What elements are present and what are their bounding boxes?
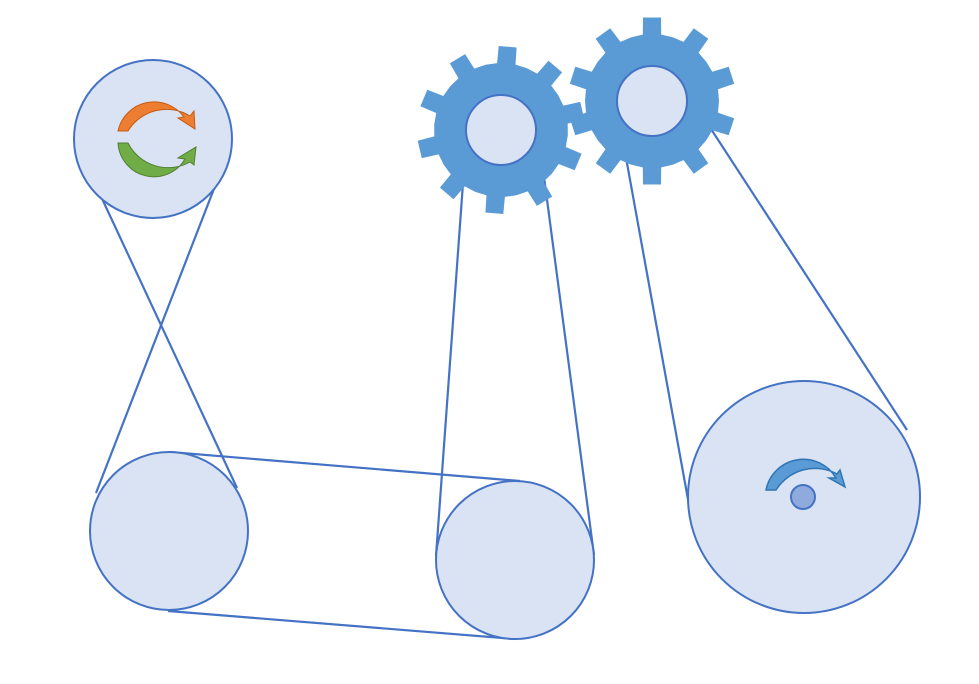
gear-middle <box>417 46 585 214</box>
hub-dot-icon <box>790 484 816 510</box>
sync-arrows-icon <box>117 101 197 178</box>
rotate-clockwise-icon <box>765 458 847 510</box>
gear-right <box>569 17 735 185</box>
pulley-top-left <box>73 59 233 219</box>
open-belt-top <box>169 450 521 483</box>
crossed-belt-line-a <box>90 174 238 489</box>
crossed-belt-line-b <box>94 162 226 494</box>
orange-arrow-icon <box>117 101 196 132</box>
gear1-belt-left <box>434 127 469 557</box>
blue-arc-arrow-icon <box>765 458 847 491</box>
gear-right-hub <box>616 65 688 137</box>
gear-middle-hub <box>465 94 537 166</box>
open-belt-bottom <box>167 609 516 641</box>
pulley-bottom-left <box>89 451 249 611</box>
pulley-bottom-middle <box>435 480 595 640</box>
gear2-belt-left <box>615 107 691 506</box>
gear2-belt-right <box>682 85 908 431</box>
green-arrow-icon <box>117 142 197 178</box>
